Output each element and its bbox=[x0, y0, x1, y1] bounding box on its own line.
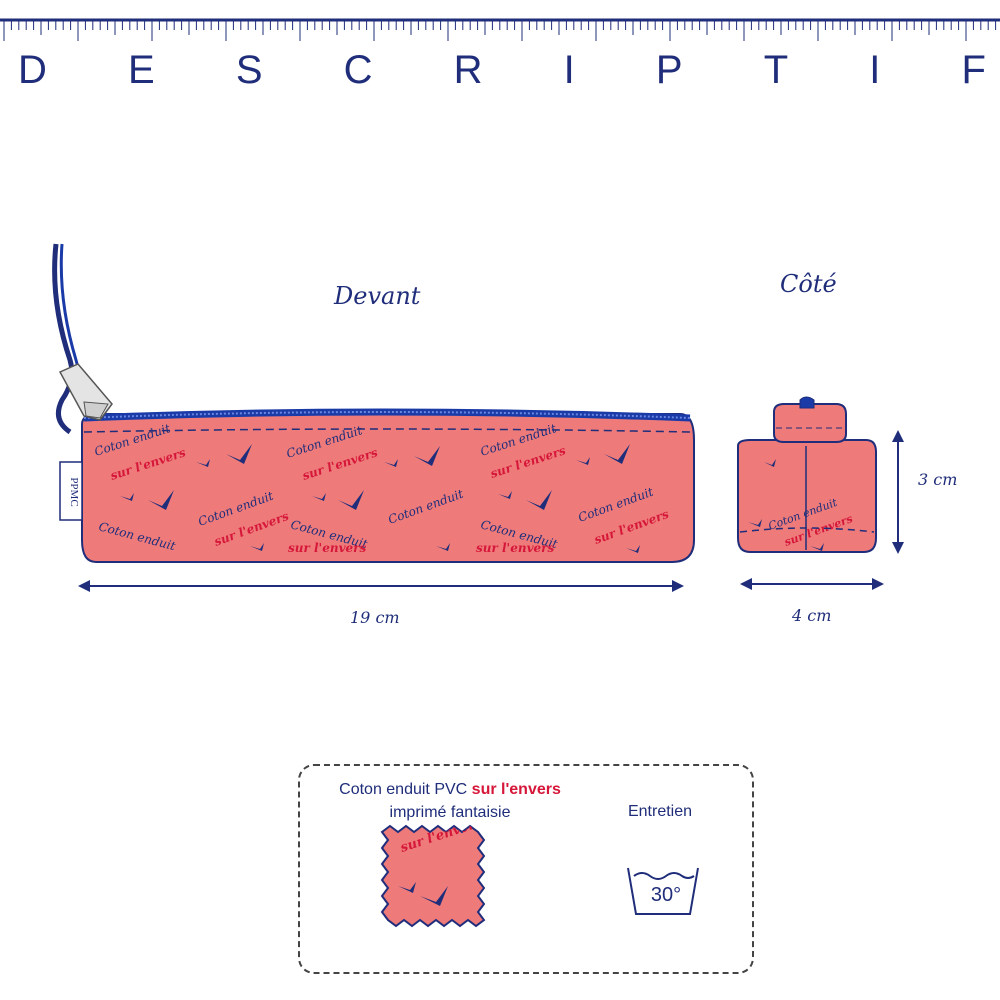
title-letter: E bbox=[128, 48, 155, 92]
material-line-1: Coton enduit PVC sur l'envers bbox=[310, 781, 590, 799]
side-view-label: Côté bbox=[780, 270, 837, 298]
title-letter: S bbox=[235, 48, 263, 92]
wash-30-icon bbox=[627, 867, 699, 915]
ruler-icon bbox=[0, 18, 1000, 41]
dimension-arrows bbox=[78, 430, 904, 592]
title-letter: R bbox=[453, 48, 483, 92]
length-dimension: 19 cm bbox=[350, 608, 400, 627]
zipper-pull-icon bbox=[52, 243, 113, 435]
pattern-text: sur l'envers bbox=[288, 541, 367, 555]
front-view: Coton enduit sur l'envers Coton enduit s… bbox=[52, 243, 695, 563]
material-line-2: imprimé fantaisie bbox=[389, 804, 511, 821]
front-view-label: Devant bbox=[334, 282, 421, 310]
title-letter: I bbox=[563, 48, 575, 92]
title-letter: I bbox=[869, 48, 881, 92]
wash-temperature: 30° bbox=[650, 884, 682, 906]
tag-text: PPMC bbox=[68, 477, 80, 506]
title-letter: T bbox=[763, 48, 789, 92]
height-dimension: 3 cm bbox=[918, 470, 958, 489]
bird-motifs bbox=[120, 444, 640, 553]
material-prefix: Coton enduit PVC bbox=[339, 781, 472, 798]
depth-dimension: 4 cm bbox=[792, 606, 832, 625]
material-accent: sur l'envers bbox=[471, 781, 561, 798]
side-view: Coton enduit sur l'envers bbox=[737, 396, 877, 553]
page-title: D E S C R I P T I F bbox=[0, 48, 1000, 98]
title-letter: C bbox=[343, 48, 373, 92]
brand-tag: PPMC bbox=[59, 461, 83, 521]
title-letter: D bbox=[18, 48, 47, 92]
care-label: Entretien bbox=[627, 803, 693, 820]
material-info-box bbox=[298, 764, 754, 974]
title-letter: P bbox=[655, 48, 683, 92]
title-letter: F bbox=[961, 48, 986, 92]
pattern-text: sur l'envers bbox=[476, 541, 555, 555]
fabric-swatch-icon: sur l'envers bbox=[380, 824, 486, 928]
